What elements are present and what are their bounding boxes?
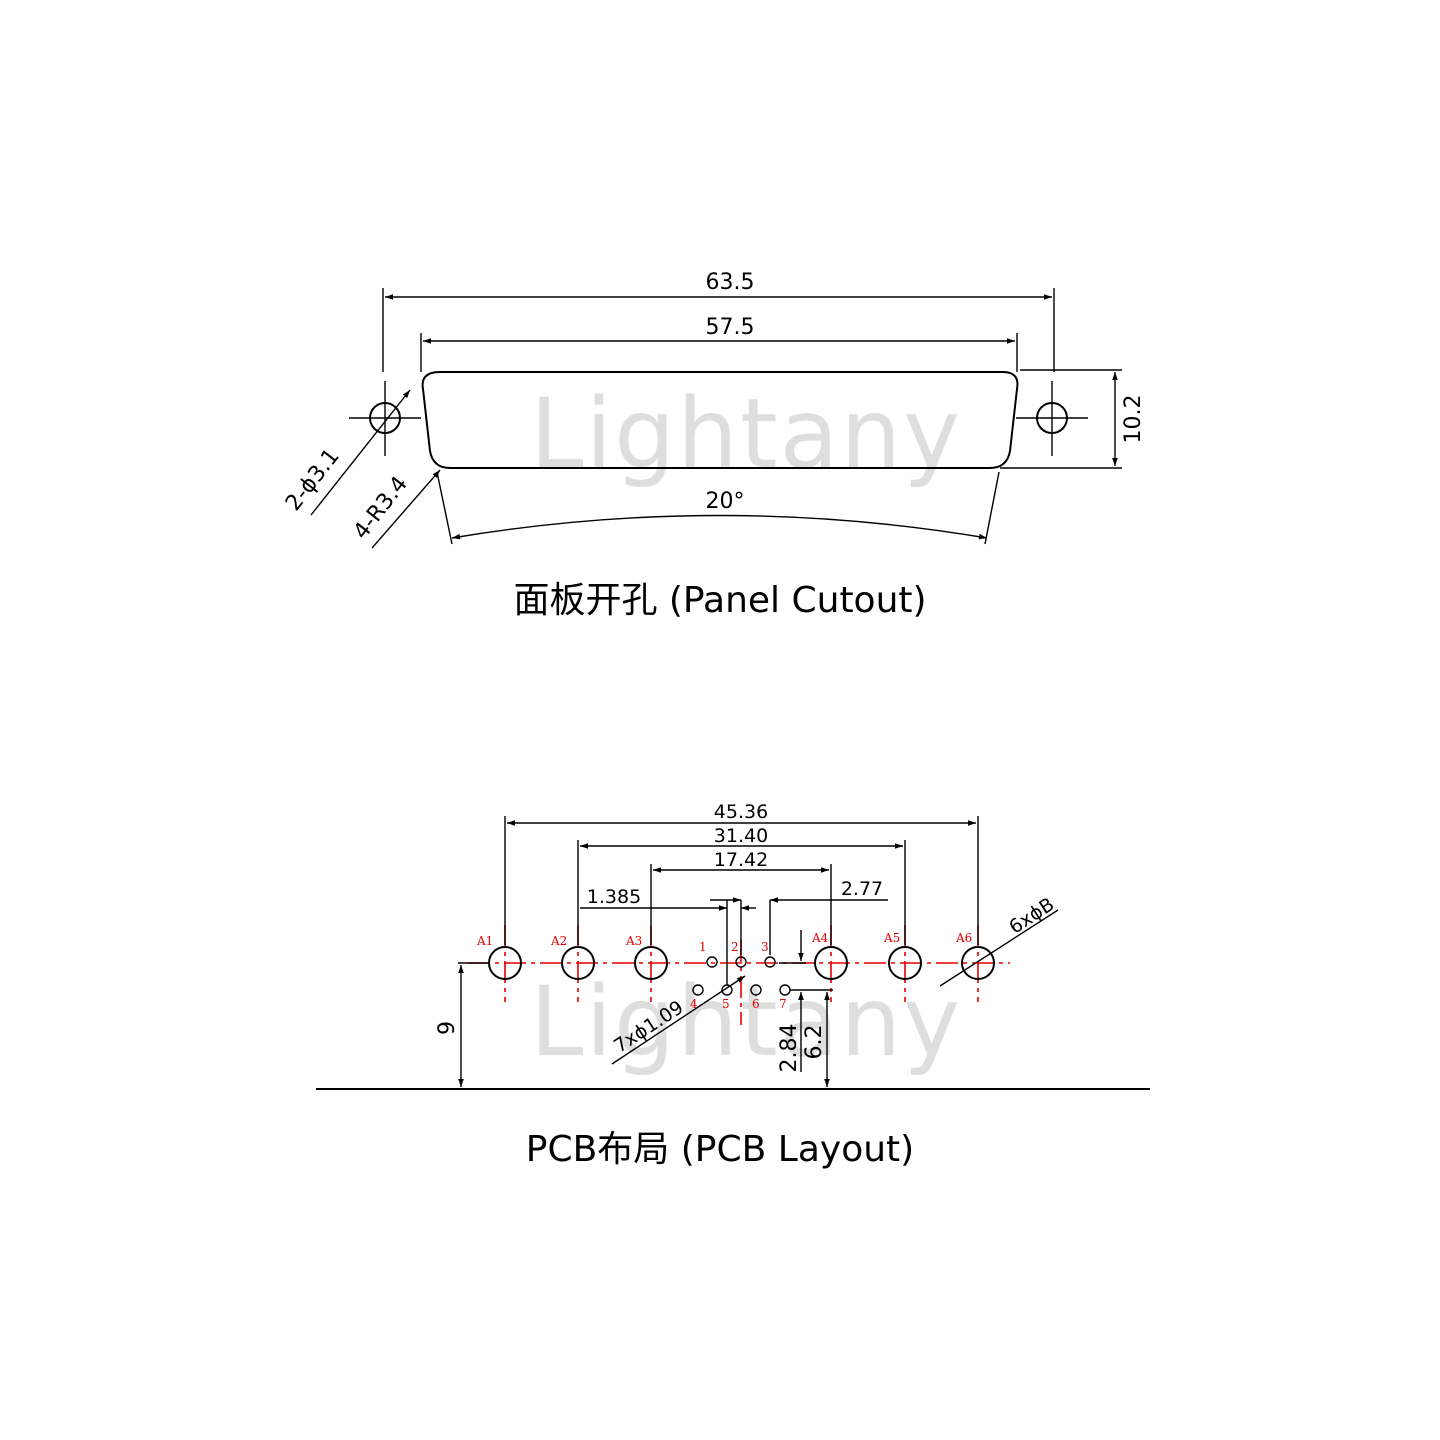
pin-6-hole	[750, 984, 762, 996]
pin-a6-label: A6	[955, 931, 972, 945]
dim-pitch-a: 1.385	[587, 886, 641, 908]
cutout-outline	[421, 371, 1019, 469]
panel-cutout-caption: 面板开孔 (Panel Cutout)	[513, 580, 926, 621]
watermark-bottom: Lightany	[530, 966, 962, 1078]
pin-a5-hole	[888, 946, 922, 980]
dim-overall-width: 63.5	[706, 270, 755, 295]
dim-edge-height: 9	[435, 1021, 460, 1035]
leader-holes	[310, 389, 411, 516]
pin-a6-hole	[961, 946, 995, 980]
pin-a5-label: A5	[883, 931, 900, 945]
pin-2-label: 2	[731, 940, 739, 954]
dim-cutout-width: 57.5	[706, 315, 755, 340]
dim-a3-a4: 17.42	[714, 849, 768, 871]
dim-row-offset: 2.84	[777, 1024, 802, 1073]
pin-a3-label: A3	[625, 934, 642, 948]
pin-5-label: 5	[722, 997, 730, 1011]
pin-a2-hole	[561, 946, 595, 980]
pin-3-label: 3	[761, 940, 769, 954]
pin-4-hole	[692, 984, 704, 996]
pin-a1-label: A1	[476, 934, 493, 948]
pin-4-label: 4	[690, 997, 698, 1011]
watermark-top: Lightany	[530, 378, 962, 490]
ext-line	[984, 471, 1000, 545]
pin-a2-label: A2	[550, 934, 567, 948]
dim-big-holes: 6xϕB	[1005, 893, 1058, 938]
dim-center-height: 6.2	[802, 1025, 827, 1060]
dim-arc-angle	[451, 514, 988, 540]
pin-1-hole	[706, 956, 718, 968]
pin-a4-label: A4	[811, 931, 829, 945]
pin-1-label: 1	[699, 940, 707, 954]
pin-2-hole	[735, 956, 747, 968]
pin-3-hole	[764, 956, 776, 968]
pin-a3-hole	[634, 946, 668, 980]
dim-cutout-height: 10.2	[1121, 395, 1146, 444]
leader-radius	[371, 469, 441, 549]
pcb-layout-caption: PCB布局 (PCB Layout)	[526, 1129, 914, 1170]
dim-a2-a5: 31.40	[714, 825, 768, 847]
pin-7-label: 7	[779, 997, 787, 1011]
pin-6-label: 6	[752, 997, 760, 1011]
leader-small-holes	[611, 975, 746, 1065]
dim-angle: 20°	[706, 489, 745, 514]
dim-pitch-b: 2.77	[841, 878, 883, 900]
pin-a4-hole	[814, 946, 848, 980]
dim-hole-diameter: 2-ϕ3.1	[281, 444, 345, 516]
ext-line	[436, 471, 453, 545]
leader-big-holes	[939, 909, 1059, 987]
dim-a1-a6: 45.36	[714, 801, 768, 823]
dim-corner-radius: 4-R3.4	[349, 472, 413, 544]
